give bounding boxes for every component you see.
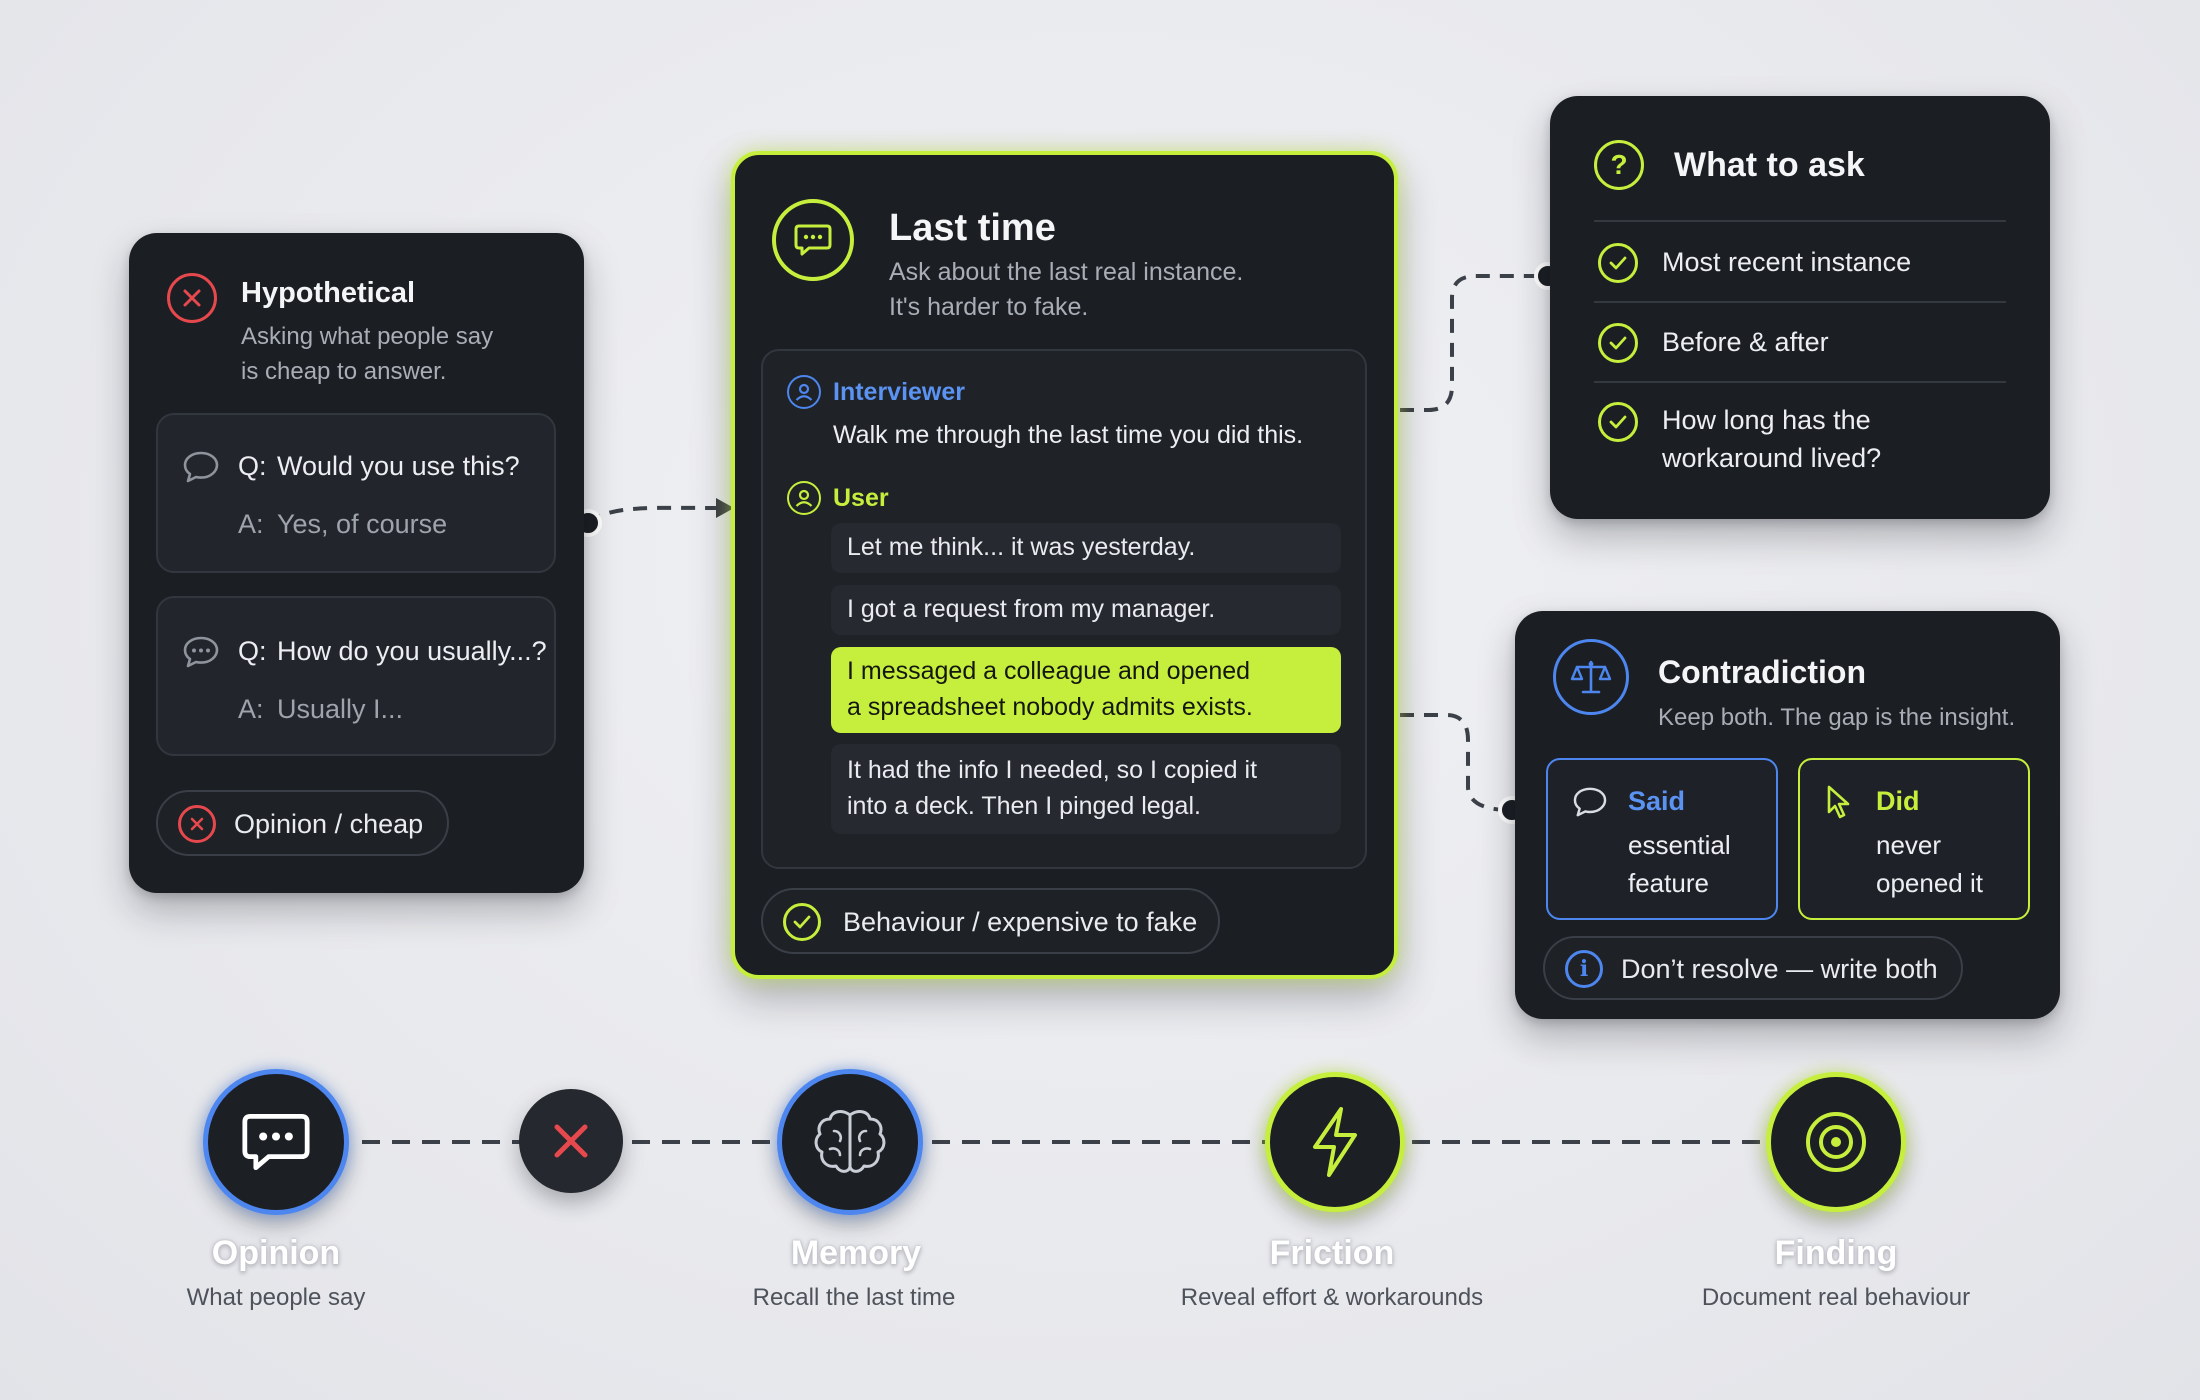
card-subtitle-line1: Asking what people say: [241, 323, 494, 350]
x-circle-icon: [178, 805, 216, 843]
tag-label: Don’t resolve — write both: [1621, 954, 1938, 984]
divider: [1594, 301, 2006, 303]
check-circle-icon: [1598, 323, 1638, 363]
check-circle-icon: [1598, 243, 1638, 283]
chat-dots-icon: [182, 635, 220, 674]
said-label: Said: [1628, 786, 1686, 816]
did-label: Did: [1876, 786, 1920, 816]
scale-icon: [1553, 639, 1629, 715]
card-title: Last time: [889, 207, 1056, 249]
timeline-node-memory: [777, 1069, 923, 1215]
timeline-label: Friction: [1269, 1234, 1395, 1272]
card-title: Contradiction: [1658, 654, 1866, 690]
q-prefix: Q:: [238, 636, 267, 666]
conversation-panel: Interviewer Walk me through the last tim…: [761, 349, 1367, 869]
user-circle-icon: [787, 375, 821, 409]
question-text: How do you usually...?: [277, 636, 547, 666]
message-text-line1: I messaged a colleague and opened: [847, 657, 1251, 685]
divider: [1594, 381, 2006, 383]
did-box: Did never opened it: [1798, 758, 2030, 920]
lightning-icon: [1313, 1107, 1357, 1177]
what-to-ask-card: ? What to ask Most recent instance Befor…: [1550, 96, 2050, 519]
timeline-node-finding: [1766, 1072, 1906, 1212]
resolve-tag: i Don’t resolve — write both: [1543, 936, 1963, 1000]
user-message: I got a request from my manager.: [831, 585, 1341, 635]
card-subtitle-line1: Ask about the last real instance.: [889, 258, 1244, 286]
info-icon: i: [1565, 950, 1603, 988]
timeline-sublabel: Reveal effort & workarounds: [1180, 1284, 1484, 1311]
timeline-label: Opinion: [211, 1234, 341, 1272]
card-title: What to ask: [1674, 146, 1865, 184]
tag-label: Opinion / cheap: [234, 809, 424, 839]
q-prefix: Q:: [238, 451, 267, 481]
timeline-sublabel: What people say: [186, 1284, 366, 1311]
did-line1: never: [1876, 830, 1942, 860]
said-line1: essential: [1628, 830, 1731, 860]
user-circle-icon: [787, 481, 821, 515]
x-icon: [554, 1124, 588, 1158]
answer-text: Yes, of course: [277, 509, 448, 539]
brain-icon: [814, 1110, 886, 1173]
said-line2: feature: [1628, 868, 1709, 898]
highlighted-user-message: I messaged a colleague and opened a spre…: [831, 647, 1341, 733]
check-circle-icon: [783, 903, 821, 941]
did-line2: opened it: [1876, 868, 1983, 898]
timeline-label: Finding: [1774, 1234, 1898, 1272]
chat-bubble-icon: [182, 450, 220, 489]
question-circle-icon: ?: [1594, 140, 1644, 190]
opinion-tag: Opinion / cheap: [156, 790, 449, 856]
x-circle-icon: [167, 273, 217, 323]
qa-box-2: Q: How do you usually...? A: Usually I..…: [156, 596, 556, 756]
ask-item-line2: workaround lived?: [1662, 443, 1882, 473]
timeline-sublabel: Recall the last time: [752, 1284, 956, 1311]
timeline-label: Memory: [790, 1234, 922, 1272]
message-text-line2: a spreadsheet nobody admits exists.: [847, 693, 1253, 721]
answer-text: Usually I...: [277, 694, 404, 724]
last-time-card: Last time Ask about the last real instan…: [731, 151, 1398, 979]
ask-item: Before & after: [1662, 327, 1829, 357]
hypothetical-card: Hypothetical Asking what people say is c…: [129, 233, 584, 893]
timeline-node-opinion: [203, 1069, 349, 1215]
tag-label: Behaviour / expensive to fake: [843, 907, 1198, 937]
check-circle-icon: [1598, 402, 1638, 442]
ask-item-line1: How long has the: [1662, 405, 1871, 435]
chat-dots-icon: [242, 1113, 310, 1171]
said-box: Said essential feature: [1546, 758, 1778, 920]
message-text: I got a request from my manager.: [847, 595, 1216, 623]
user-message: It had the info I needed, so I copied it…: [831, 744, 1341, 834]
user-message: Let me think... it was yesterday.: [831, 523, 1341, 573]
ask-item: Most recent instance: [1662, 247, 1912, 277]
card-subtitle: Keep both. The gap is the insight.: [1658, 704, 2016, 731]
qa-box-1: Q: Would you use this? A: Yes, of course: [156, 413, 556, 573]
timeline-node-x: [519, 1089, 623, 1193]
user-label: User: [833, 484, 889, 512]
cursor-icon: [1824, 784, 1854, 825]
question-text: Would you use this?: [277, 451, 520, 481]
message-text-line2: into a deck. Then I pinged legal.: [847, 792, 1201, 820]
a-prefix: A:: [238, 509, 264, 539]
message-text-line1: It had the info I needed, so I copied it: [847, 756, 1258, 784]
interviewer-label: Interviewer: [833, 378, 966, 406]
speech-bubble-icon: [1572, 786, 1608, 823]
card-subtitle-line2: It's harder to fake.: [889, 293, 1089, 321]
interviewer-message: Walk me through the last time you did th…: [833, 421, 1304, 449]
timeline-node-friction: [1265, 1072, 1405, 1212]
behaviour-tag: Behaviour / expensive to fake: [761, 888, 1220, 954]
divider: [1594, 220, 2006, 222]
a-prefix: A:: [238, 694, 264, 724]
contradiction-card: Contradiction Keep both. The gap is the …: [1515, 611, 2060, 1019]
card-subtitle-line2: is cheap to answer.: [241, 358, 447, 385]
target-icon: [1806, 1112, 1866, 1172]
message-text: Let me think... it was yesterday.: [847, 533, 1196, 561]
chat-bubble-icon: [772, 199, 854, 281]
card-title: Hypothetical: [241, 277, 416, 309]
timeline-sublabel: Document real behaviour: [1701, 1284, 1971, 1311]
